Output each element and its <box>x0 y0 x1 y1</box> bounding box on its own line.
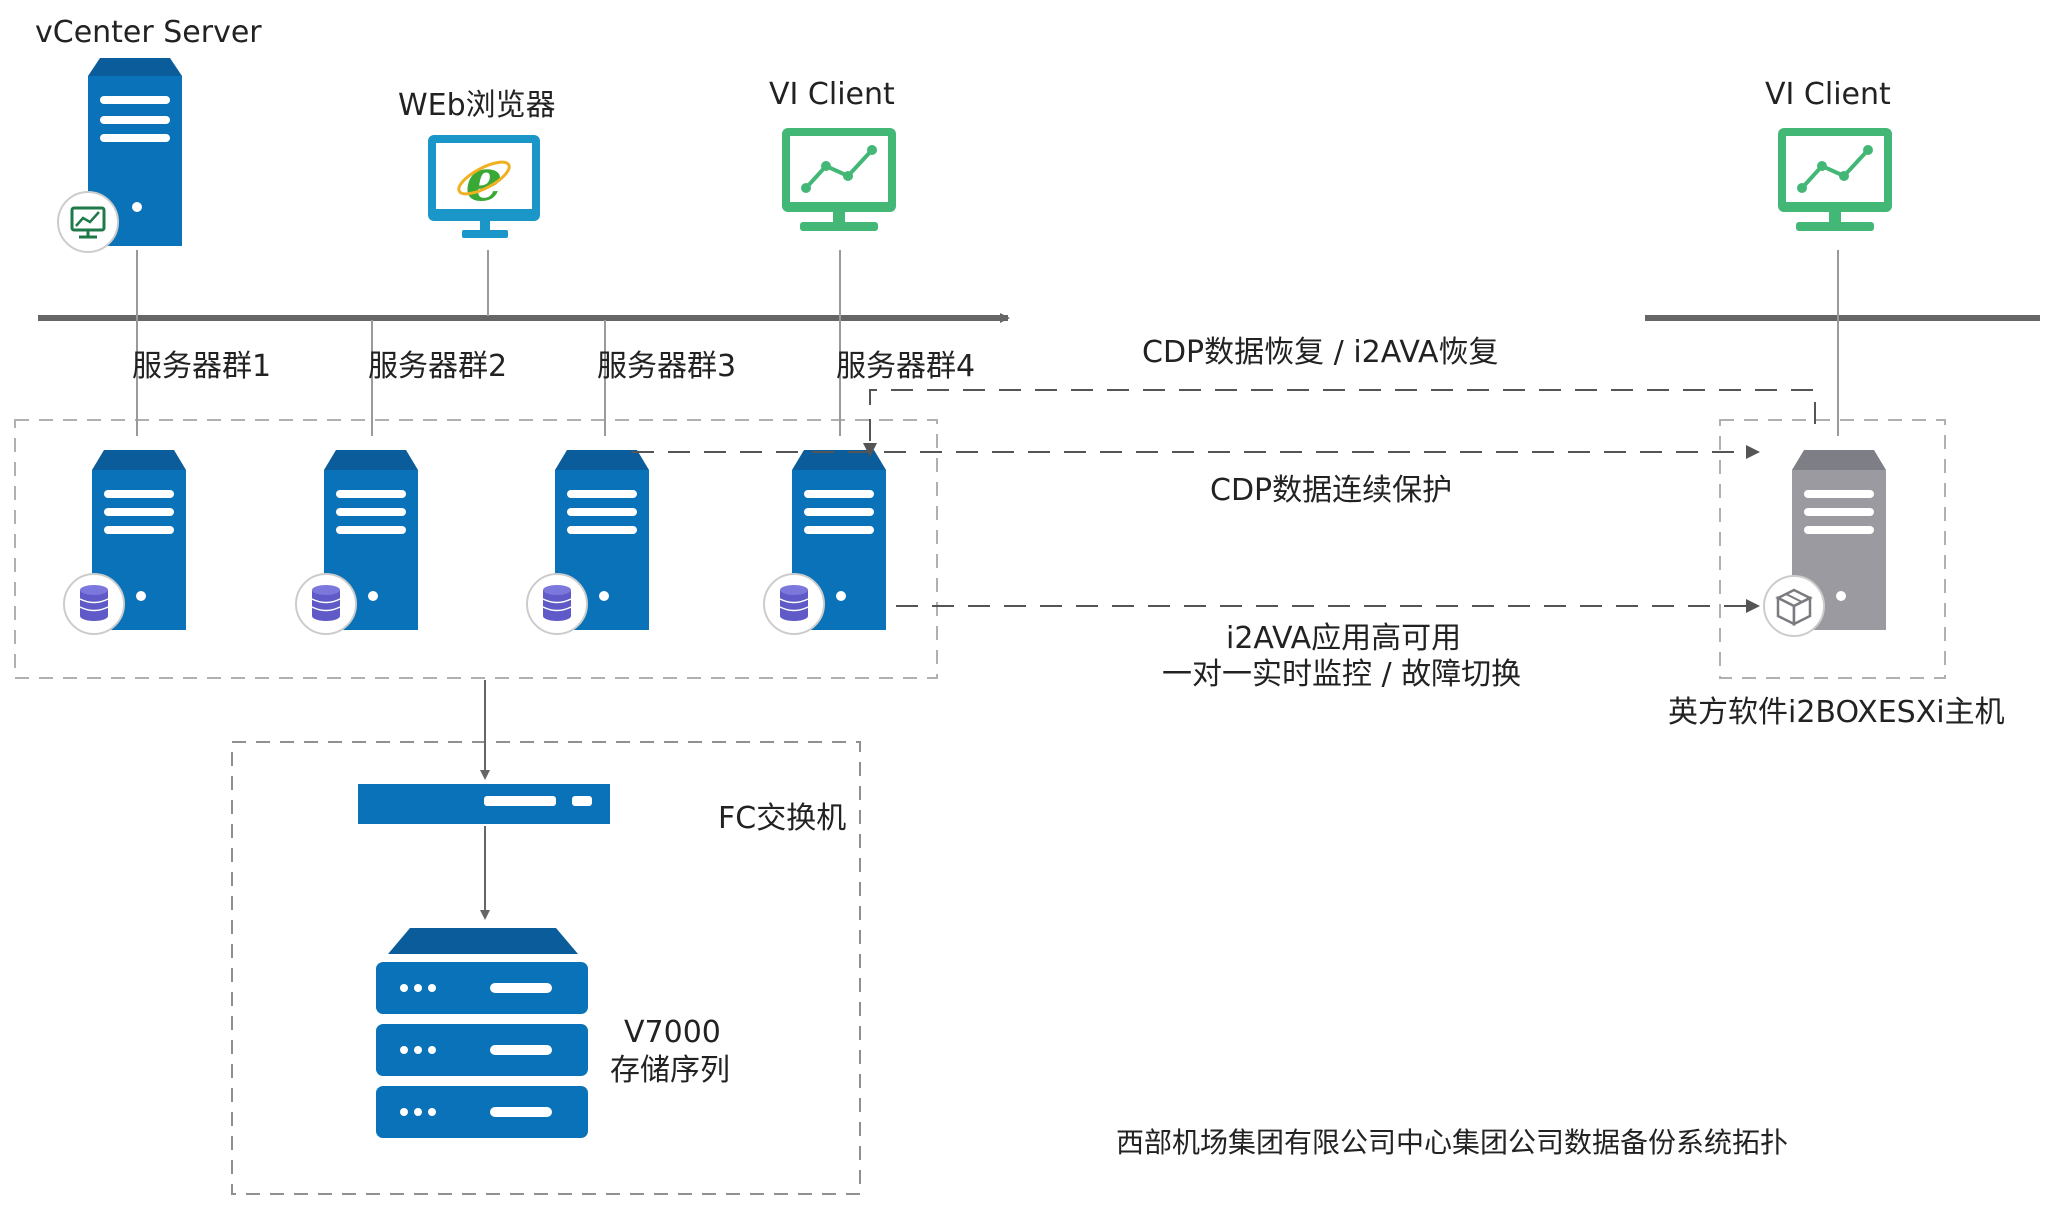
vi-client-left-label: VI Client <box>769 77 895 112</box>
server-group-2-label: 服务器群2 <box>368 349 507 384</box>
vcenter-server[interactable]: vCenter Server <box>35 15 262 253</box>
database-icon <box>763 573 825 635</box>
backup-host-label: 英方软件i2BOXESXi主机 <box>1668 695 2005 730</box>
restore-flow-label: CDP数据恢复 / i2AVA恢复 <box>1142 335 1498 370</box>
vi-client-right[interactable]: VI Client <box>1765 77 1892 231</box>
fc-switch[interactable]: FC交换机 <box>358 784 846 836</box>
vi-client-left[interactable]: VI Client <box>769 77 896 231</box>
backup-host[interactable]: 英方软件i2BOXESXi主机 <box>1668 450 2005 730</box>
v7000-storage-array[interactable]: V7000 存储序列 <box>376 928 730 1138</box>
ha-label-line1: i2AVA应用高可用 <box>1226 621 1461 656</box>
server-group-3[interactable] <box>526 450 649 635</box>
storage-unit-1 <box>376 962 588 1014</box>
internet-explorer-icon: e <box>457 146 511 214</box>
database-icon <box>526 573 588 635</box>
server-group-1-label: 服务器群1 <box>132 349 271 384</box>
monitor-chart-icon <box>1797 145 1873 193</box>
server-group-1[interactable] <box>63 450 186 635</box>
server-cluster-group-box <box>14 419 938 679</box>
storage-label-line1: V7000 <box>624 1015 721 1050</box>
server-group-3-label: 服务器群3 <box>597 349 736 384</box>
storage-top-cap <box>388 928 578 954</box>
monitor-chart-icon <box>57 191 119 253</box>
storage-unit-3 <box>376 1086 588 1138</box>
ha-label-line2: 一对一实时监控 / 故障切换 <box>1162 657 1521 692</box>
storage-unit-2 <box>376 1024 588 1076</box>
database-icon <box>295 573 357 635</box>
vcenter-label: vCenter Server <box>35 15 262 50</box>
browser-label: WEb浏览器 <box>398 88 556 123</box>
storage-label-line2: 存储序列 <box>610 1053 730 1088</box>
svg-text:e: e <box>466 146 503 214</box>
cdp-protect-label: CDP数据连续保护 <box>1210 473 1452 508</box>
server-group-2[interactable] <box>295 450 418 635</box>
diagram-caption: 西部机场集团有限公司中心集团公司数据备份系统拓扑 <box>1116 1126 1788 1159</box>
storage-group-box <box>231 741 861 1195</box>
fc-switch-body <box>358 784 610 824</box>
web-browser-client[interactable]: WEb浏览器 e <box>398 88 556 238</box>
fc-switch-label: FC交换机 <box>718 801 846 836</box>
vi-client-right-label: VI Client <box>1765 77 1891 112</box>
bus-connectors <box>136 250 1839 436</box>
vcenter-tower-top <box>88 58 182 76</box>
package-box-icon <box>1763 575 1825 637</box>
server-group-4-label: 服务器群4 <box>836 349 975 384</box>
server-group-4[interactable] <box>763 450 886 635</box>
restore-flow-arrow <box>863 389 1816 457</box>
database-icon <box>63 573 125 635</box>
monitor-chart-icon <box>801 145 877 193</box>
